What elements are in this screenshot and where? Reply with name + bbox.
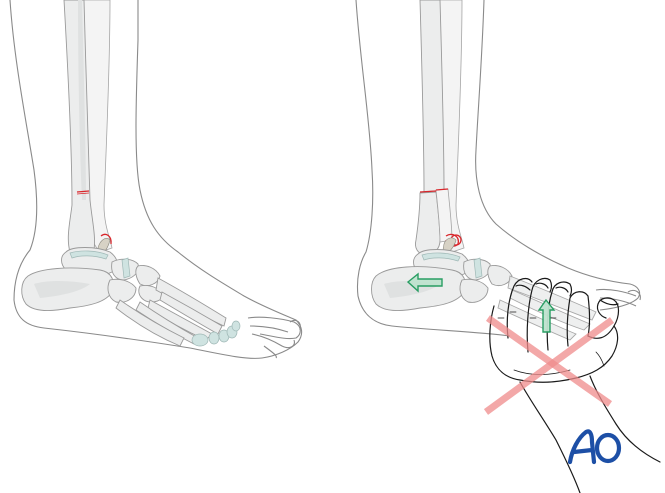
left-ankle-illustration — [9, 0, 303, 359]
ao-logo — [567, 429, 622, 465]
right-tibia — [419, 0, 445, 193]
left-fracture-line-tibia — [76, 190, 90, 193]
left-metatarsals — [115, 277, 227, 347]
left-fracture-malleolus — [100, 233, 112, 245]
left-skin-outline — [9, 0, 303, 359]
right-fracture-line-fibula — [435, 188, 449, 191]
left-cuboid — [107, 278, 137, 303]
examiner-hand — [489, 277, 661, 493]
forefoot-lift-arrow-icon — [537, 298, 556, 333]
right-skin-outline — [355, 0, 641, 337]
right-tibia-distal-fragment — [415, 191, 441, 255]
right-fracture-line-tibia — [419, 190, 437, 193]
left-toes — [247, 316, 301, 359]
ao-logo-text: AO — [566, 428, 624, 468]
incorrect-technique-cross-icon — [483, 315, 615, 415]
heel-push-arrow-icon — [406, 272, 443, 293]
right-ankle-illustration — [355, 0, 661, 493]
